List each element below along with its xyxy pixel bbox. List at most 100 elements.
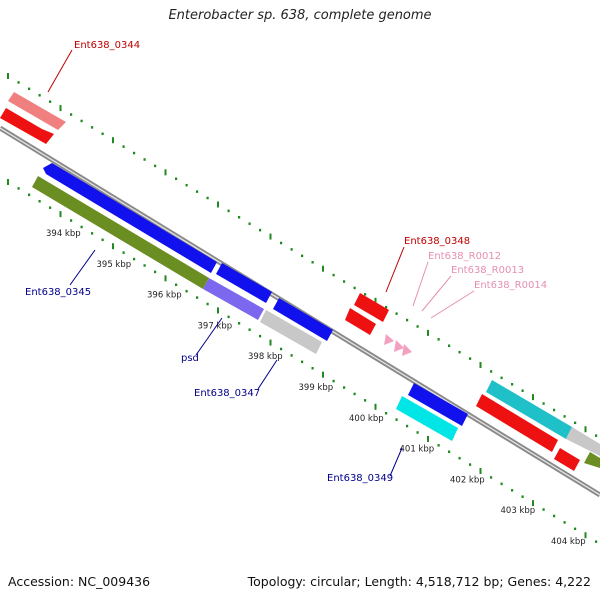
tick-dot — [574, 421, 577, 425]
label-ent638-0347: Ent638_0347 — [194, 388, 260, 399]
tick-dot — [154, 270, 157, 274]
tick-dot — [227, 315, 230, 319]
label-ent638-0348: Ent638_0348 — [404, 236, 470, 247]
tick-dot — [385, 305, 388, 309]
tick-dot — [511, 489, 514, 492]
tick-dot — [59, 211, 62, 218]
tick-dot — [227, 209, 230, 213]
tick-dot — [217, 201, 219, 208]
tick-label: 401 kbp — [400, 445, 435, 455]
map-title: Enterobacter sp. 638, complete genome — [168, 8, 432, 23]
tick-dot — [500, 376, 503, 380]
tick-dot — [437, 444, 440, 447]
tick-dot — [322, 371, 324, 378]
tick-dot — [500, 482, 503, 486]
gene-red-small[interactable] — [554, 448, 580, 471]
tick-dot — [28, 87, 31, 91]
gene-forward-a[interactable] — [0, 108, 54, 144]
gene-forward-b[interactable] — [345, 308, 376, 335]
tick-dot — [374, 403, 377, 410]
tick-dot — [458, 456, 461, 460]
tick-dot — [80, 119, 83, 123]
tick-dot — [17, 187, 20, 190]
rna-ent638-r0013[interactable] — [394, 340, 404, 352]
tick-label: 394 kbp — [46, 229, 81, 239]
tick-dot — [185, 183, 188, 187]
rna-ent638-r0014[interactable] — [402, 344, 412, 356]
gene-psd[interactable] — [203, 278, 264, 320]
tick-dot — [542, 508, 545, 511]
tick-dot — [479, 362, 482, 369]
tick-dot — [353, 286, 356, 290]
tick-label: 398 kbp — [248, 352, 283, 362]
tick-dot — [395, 418, 398, 421]
tick-dot — [343, 280, 346, 283]
tick-dot — [112, 243, 114, 250]
gene-ent638-0344[interactable] — [8, 92, 66, 130]
tick-dot — [490, 476, 493, 479]
label-ent638-0349: Ent638_0349 — [327, 473, 393, 484]
tick-dot — [521, 389, 524, 392]
tick-dot — [259, 334, 262, 338]
tick-dot — [343, 386, 346, 389]
gene-blue-b[interactable] — [216, 263, 272, 303]
gene-blue-c[interactable] — [273, 298, 333, 341]
tick-dot — [280, 241, 283, 245]
tick-dot — [469, 357, 472, 360]
tick-dots — [7, 73, 598, 543]
tick-dot — [532, 500, 534, 507]
tick-dot — [290, 354, 293, 357]
tick-dot — [269, 339, 272, 346]
gene-gray-small[interactable] — [566, 427, 600, 456]
tick-dot — [448, 450, 451, 453]
tick-dot — [185, 289, 188, 293]
tick-dot — [395, 312, 398, 315]
tick-dot — [164, 275, 167, 282]
tick-dot — [7, 179, 9, 185]
tick-dot — [406, 424, 409, 428]
tick-dot — [248, 222, 251, 225]
tick-dot — [584, 426, 587, 433]
tick-dot — [91, 232, 94, 235]
label-ent638-r0013: Ent638_R0013 — [451, 265, 524, 276]
tick-dot — [364, 399, 367, 402]
gene-olive-long[interactable] — [32, 176, 209, 289]
tick-dot — [332, 273, 335, 277]
tick-dot — [511, 383, 514, 386]
tick-dot — [122, 145, 125, 148]
tick-dot — [269, 233, 272, 240]
gene-cyan-large[interactable] — [486, 380, 572, 439]
tick-label: 395 kbp — [97, 260, 132, 270]
tick-dot — [238, 322, 241, 325]
gene-olive-small[interactable] — [584, 452, 600, 468]
gene-ent638-0347[interactable] — [260, 310, 322, 354]
tick-dot — [301, 360, 304, 364]
label-ent638-r0014: Ent638_R0014 — [474, 280, 547, 291]
tick-dot — [49, 100, 52, 103]
tick-dot — [490, 370, 493, 373]
accession-text: Accession: NC_009436 — [8, 574, 151, 589]
gene-red-large[interactable] — [476, 394, 558, 452]
gene-labels: Ent638_0344 Ent638_0345 psd Ent638_0347 … — [25, 40, 547, 484]
tick-dot — [311, 367, 314, 370]
gene-blue-d[interactable] — [408, 383, 468, 426]
tick-dot — [38, 94, 41, 97]
tick-dot — [154, 164, 157, 168]
tick-dot — [595, 540, 598, 543]
label-psd: psd — [181, 353, 199, 364]
rna-ent638-r0012[interactable] — [384, 334, 394, 345]
gene-ent638-0349[interactable] — [396, 396, 458, 441]
tick-dot — [59, 105, 62, 112]
tick-dot — [563, 521, 566, 524]
tick-dot — [28, 193, 31, 197]
tick-dot — [427, 329, 429, 336]
tick-dot — [301, 254, 304, 258]
tick-label: 397 kbp — [198, 321, 233, 331]
tick-dot — [80, 225, 83, 229]
tick-dot — [521, 495, 524, 498]
tick-dot — [38, 200, 41, 203]
gene-ent638-0345[interactable] — [43, 163, 217, 273]
gene-ent638-0348[interactable] — [354, 293, 389, 322]
